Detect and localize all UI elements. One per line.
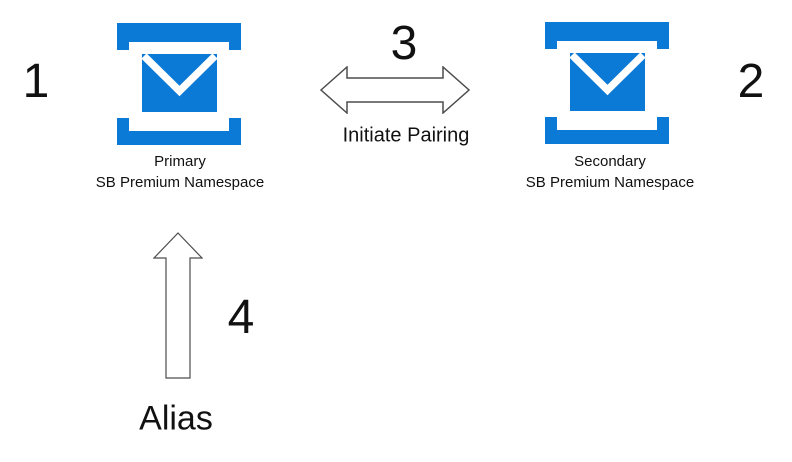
secondary-service-bus-namespace-icon — [545, 22, 669, 144]
double-arrow-icon — [319, 65, 471, 115]
step-number-3: 3 — [390, 17, 418, 70]
initiate-pairing-label: Initiate Pairing — [342, 124, 470, 147]
step-number-4: 4 — [227, 291, 255, 344]
secondary-namespace-label: Secondary SB Premium Namespace — [526, 151, 694, 193]
step-number-2: 2 — [737, 55, 765, 108]
pairing-double-arrow-icon — [319, 65, 471, 119]
service-bus-envelope-icon — [117, 23, 241, 145]
up-arrow-icon — [152, 232, 204, 379]
primary-namespace-label: Primary SB Premium Namespace — [96, 151, 264, 193]
service-bus-envelope-icon — [545, 22, 669, 144]
secondary-label-line2: SB Premium Namespace — [525, 174, 695, 191]
primary-service-bus-namespace-icon — [117, 23, 241, 145]
alias-up-arrow-icon — [152, 232, 204, 384]
primary-label-line1: Primary — [154, 153, 206, 170]
step-number-1: 1 — [22, 55, 50, 108]
secondary-label-line1: Secondary — [574, 153, 646, 170]
alias-label: Alias — [139, 399, 213, 438]
primary-label-line2: SB Premium Namespace — [95, 174, 265, 191]
